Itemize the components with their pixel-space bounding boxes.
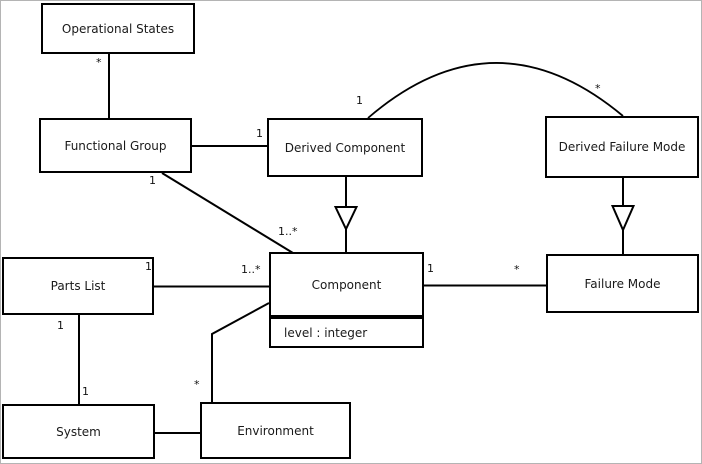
class-failure-mode: Failure Mode [546,254,699,313]
multiplicity-system-top: 1 [82,385,89,398]
multiplicity-environment-top: * [194,378,200,391]
multiplicity-parts-list-component: 1..* [241,263,261,276]
class-operational-states: Operational States [41,3,195,54]
class-label-environment: Environment [237,423,314,438]
multiplicity-parts-list-bottom: 1 [57,319,64,332]
class-system: System [2,404,155,459]
class-component: Component [269,252,424,317]
multiplicity-parts-list-corner: 1 [145,260,152,273]
class-label-functional-group: Functional Group [64,138,167,153]
class-component-attributes: level : integer [269,317,424,348]
edge-environment-component [211,302,270,402]
generalization-triangle-failure-mode-icon [610,205,636,233]
multiplicity-arc-derived-component-end: 1 [356,94,363,107]
class-parts-list: Parts List [2,257,154,315]
multiplicity-arc-derived-failure-mode-end: * [595,82,601,95]
multiplicity-component-failure-mode-source: 1 [427,262,434,275]
edge-functional-group-component [161,172,294,254]
multiplicity-functional-group-derived-component: 1 [256,127,263,140]
class-label-component: Component [311,277,382,292]
multiplicity-functional-group-diagonal-target: 1..* [278,225,298,238]
class-label-failure-mode: Failure Mode [584,276,661,291]
edge-arc-derived-component-derived-failure-mode [367,62,624,119]
class-label-parts-list: Parts List [50,279,106,293]
multiplicity-operational-states-end: * [96,56,102,69]
class-functional-group: Functional Group [39,118,192,173]
generalization-triangle-component-icon [333,206,359,232]
class-environment: Environment [200,402,351,459]
class-derived-component: Derived Component [267,118,423,177]
attribute-level-integer: level : integer [284,325,368,340]
multiplicity-component-failure-mode-target: * [514,263,520,276]
class-label-derived-failure-mode: Derived Failure Mode [558,140,686,154]
class-label-derived-component: Derived Component [284,140,406,155]
class-derived-failure-mode: Derived Failure Mode [545,116,699,178]
class-label-system: System [56,424,101,439]
multiplicity-functional-group-diagonal-source: 1 [149,174,156,187]
class-label-operational-states: Operational States [61,21,175,36]
